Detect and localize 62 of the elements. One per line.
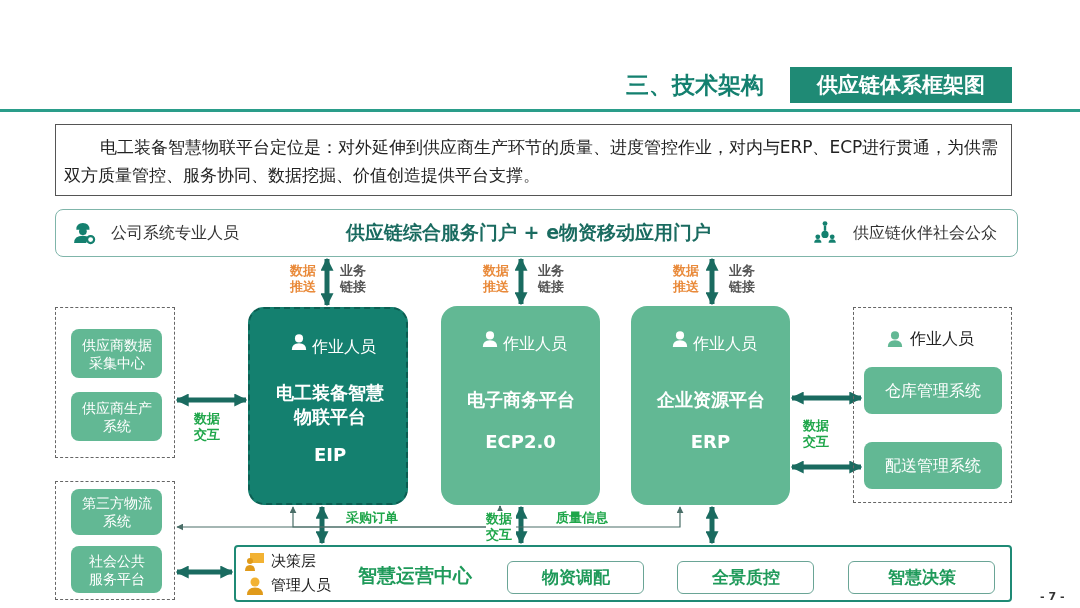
system-box [71,546,162,593]
portal-band [55,209,1018,257]
platform-code: ECP2.0 [484,431,557,452]
edge-label: 质量信息 [556,510,608,526]
function-label: 智慧决策 [887,566,956,589]
arrow [514,257,528,306]
platform-box [631,306,790,505]
role-label: 作业人员 [910,329,974,350]
system-name: 社会公共服务平台 [87,551,146,588]
title-banner: 供应链体系框架图 [790,67,1012,103]
description-box [55,124,1012,196]
system-name: 配送管理系统 [884,456,982,475]
arrow [315,505,329,545]
user-group-label: 公司系统专业人员 [111,223,239,244]
arrow [175,565,234,579]
group-box [853,307,1012,503]
role-label: 作业人员 [503,334,567,355]
platform-box [441,306,600,505]
system-box [71,392,162,441]
side-label: 业务链接 [340,263,367,295]
system-name: 仓库管理系统 [884,381,982,400]
platform-box [248,307,408,505]
role-label: 决策层 [271,552,316,571]
group-box [55,307,175,458]
platform-name: 电子商务平台 [465,388,576,412]
center-name: 智慧运营中心 [358,563,472,588]
user-group-label: 供应链伙伴社会公众 [853,223,997,244]
platform-code: ERP [689,431,732,452]
system-box [71,489,162,535]
arrow [320,257,334,307]
arrow [790,460,863,474]
role-label: 作业人员 [312,337,376,358]
function-label: 物资调配 [541,566,610,589]
system-box [507,561,644,594]
platform-code: EIP [312,444,348,465]
system-box [71,329,162,378]
group-box [55,481,175,600]
role-label: 管理人员 [271,576,331,595]
platform-name: 电工装备智慧物联平台 [275,381,385,429]
description-text: 电工装备智慧物联平台定位是：对外延伸到供应商生产环节的质量、进度管控作业，对内与ERP、ECP进行贯通，为供需双方质量管控、服务协同、数据挖掘、价值创造提供平台支撑。 [64,136,1000,187]
side-label: 业务链接 [538,263,565,295]
page-number: - 7 - [1040,590,1065,603]
platform-name: 企业资源平台 [655,388,766,412]
side-label: 业务链接 [729,263,756,295]
system-name: 供应商数据采集中心 [80,335,153,372]
system-box [677,561,814,594]
function-label: 全景质控 [711,566,780,589]
arrow [705,505,719,545]
portal-name: 供应链综合服务门户 + e物资移动应用门户 [346,220,712,245]
role-label: 作业人员 [693,334,757,355]
system-box [864,442,1002,489]
edge-label: 采购订单 [346,510,398,526]
arrow [175,393,248,407]
operations-band [234,545,1012,602]
section-heading: 三、技术架构 [626,71,764,100]
system-name: 供应商生产系统 [80,398,153,435]
edge-label: 数据交互 [486,511,516,543]
arrow [705,257,719,306]
arrow [790,391,863,405]
system-box [848,561,995,594]
system-box [864,367,1002,414]
system-name: 第三方物流系统 [80,494,153,530]
